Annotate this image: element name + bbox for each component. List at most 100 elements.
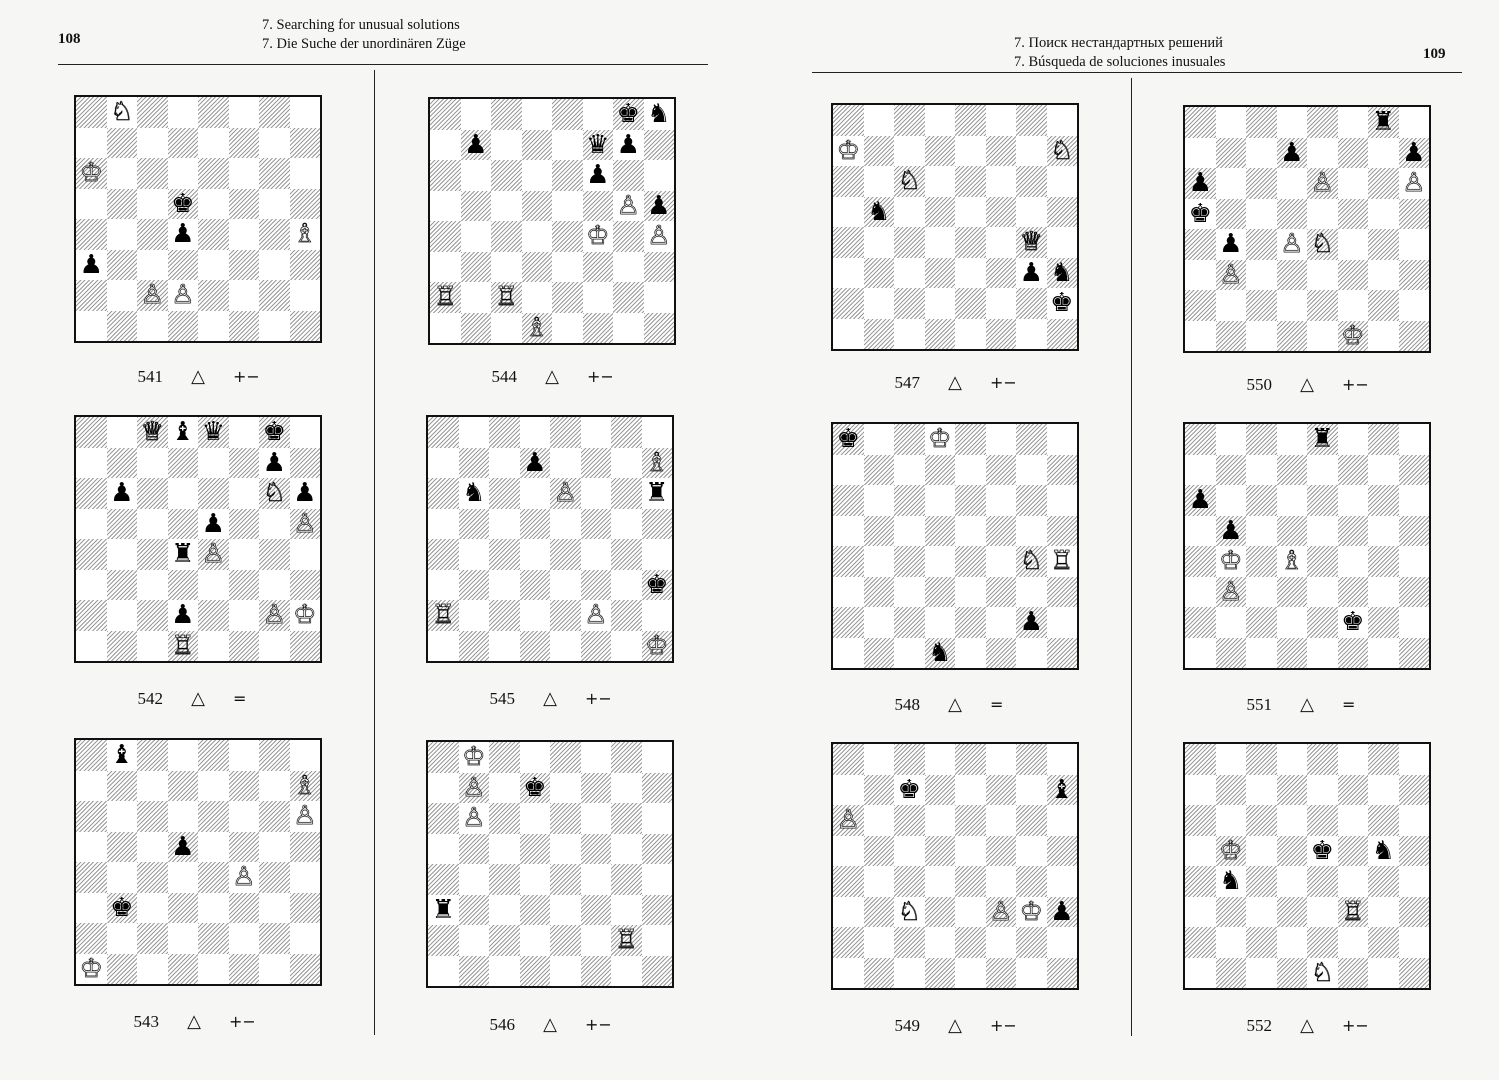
board-square [1399, 485, 1430, 516]
board-square [833, 607, 864, 638]
white-to-move-icon: △ [545, 366, 559, 387]
board-square: ♞ [644, 99, 675, 130]
board-square [643, 251, 674, 282]
board-square [137, 219, 168, 250]
board-square [864, 546, 895, 577]
board-square [1016, 166, 1047, 197]
board-square [428, 539, 459, 570]
diagram-caption: 544△+− [428, 366, 676, 387]
board-square [167, 127, 198, 158]
board-square: ♚ [613, 99, 644, 130]
board-square: ♔ [1216, 546, 1247, 577]
result-symbol: +− [587, 367, 614, 386]
white-king-icon: ♔ [1341, 320, 1365, 351]
black-king-icon: ♚ [523, 772, 547, 803]
board-square: ♙ [613, 191, 644, 222]
board-square [1368, 897, 1399, 928]
board-square [229, 280, 260, 311]
result-symbol: +− [585, 689, 612, 708]
board-square [1016, 927, 1047, 958]
board-square [1016, 136, 1047, 167]
black-queen-icon: ♛ [201, 417, 225, 448]
diagram-number: 542 [137, 688, 164, 708]
board-square [491, 313, 522, 344]
board-square [642, 925, 673, 956]
board-square [1185, 424, 1216, 455]
board-square [76, 631, 107, 662]
board-square: ♖ [491, 282, 522, 313]
board-square [1338, 485, 1369, 516]
board-square [1277, 866, 1308, 897]
board-square [955, 424, 986, 455]
board-square [106, 770, 137, 801]
board-square [430, 160, 461, 191]
board-square [106, 831, 137, 862]
black-rook-icon: ♜ [171, 539, 195, 570]
board-square [1246, 897, 1277, 928]
board-square [955, 805, 986, 836]
board-square [1276, 576, 1307, 607]
board-square [76, 923, 107, 954]
board-square [168, 740, 199, 771]
result-symbol: = [990, 695, 1004, 714]
board-square [1337, 259, 1368, 290]
board-square [581, 864, 612, 895]
board-square [1216, 107, 1247, 138]
board-square [1277, 607, 1308, 638]
column-divider-right [1131, 78, 1132, 1036]
board-square [1185, 577, 1216, 608]
board-square [582, 190, 613, 221]
chess-board: ♟♗♞♙♜♚♖♙♔ [426, 415, 674, 663]
board-square [1398, 835, 1429, 866]
board-square [489, 478, 520, 509]
board-square [1276, 774, 1307, 805]
board-square [550, 417, 581, 448]
board-square [167, 249, 198, 280]
board-square [894, 516, 925, 547]
board-square [1215, 198, 1246, 229]
board-square [76, 771, 107, 802]
board-square [489, 742, 520, 773]
board-square [986, 105, 1017, 136]
board-square [458, 955, 489, 986]
board-square [228, 630, 259, 661]
board-square [107, 417, 138, 448]
board-square [1399, 424, 1430, 455]
board-square [894, 258, 925, 289]
board-square [1338, 168, 1369, 199]
white-king-icon: ♔ [1019, 896, 1043, 927]
diagram-caption: 549△+− [831, 1015, 1079, 1036]
black-knight-icon: ♞ [928, 637, 952, 668]
board-square [428, 509, 459, 540]
white-rook-icon: ♖ [433, 282, 457, 313]
board-square [581, 742, 612, 773]
board-square [894, 485, 925, 516]
diagram-caption: 550△+− [1183, 374, 1431, 395]
white-pawn-icon: ♙ [262, 600, 286, 631]
board-square [864, 424, 895, 455]
board-square [924, 454, 955, 485]
board-square [229, 219, 260, 250]
board-square: ♛ [198, 417, 229, 448]
board-square: ♟ [1398, 137, 1429, 168]
board-square [894, 927, 925, 958]
board-square [522, 221, 553, 252]
board-square [489, 925, 520, 956]
board-square [1047, 105, 1078, 136]
board-square [137, 311, 168, 342]
board-square [1399, 107, 1430, 138]
board-square [1246, 168, 1277, 199]
black-king-icon: ♚ [1341, 607, 1365, 638]
board-square [986, 805, 1017, 836]
board-square: ♔ [1337, 320, 1368, 351]
board-square [76, 801, 107, 832]
board-square [107, 923, 138, 954]
header-line-es: 7. Búsqueda de soluciones inusuales [1014, 54, 1226, 70]
board-square [611, 478, 642, 509]
white-bishop-icon: ♗ [525, 312, 549, 343]
board-square: ♔ [459, 742, 490, 773]
board-square [641, 894, 672, 925]
board-square [1399, 290, 1430, 321]
board-square: ♚ [894, 775, 925, 806]
board-square [1185, 744, 1216, 775]
